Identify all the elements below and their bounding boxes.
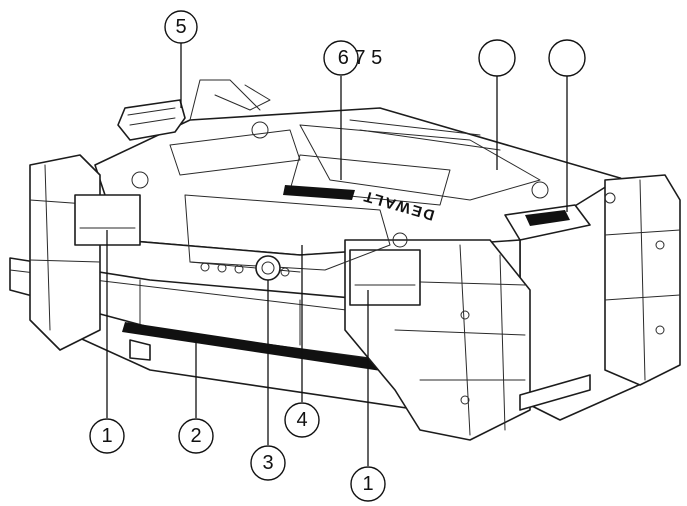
callout-blank-a xyxy=(478,39,516,77)
callout-5-top-label: 5 xyxy=(175,16,186,38)
callout-2: 2 xyxy=(178,418,214,454)
callout-blank-b xyxy=(548,39,586,77)
callout-4-label: 4 xyxy=(296,409,307,431)
callout-1-right: 1 xyxy=(350,466,386,502)
callout-675-label: 6 7 5 xyxy=(338,47,382,69)
callout-5-top: 5 xyxy=(164,10,198,44)
leader-lines xyxy=(106,42,568,466)
callout-3: 3 xyxy=(250,445,286,481)
callout-4: 4 xyxy=(284,402,320,438)
callout-1-left-label: 1 xyxy=(101,425,112,447)
callout-3-label: 3 xyxy=(262,452,273,474)
callout-2-label: 2 xyxy=(190,425,201,447)
callout-1-right-label: 1 xyxy=(362,473,373,495)
callout-1-left: 1 xyxy=(89,418,125,454)
callout-675: 6 7 5 xyxy=(323,40,382,76)
device-body: DEWALT xyxy=(9,79,681,441)
